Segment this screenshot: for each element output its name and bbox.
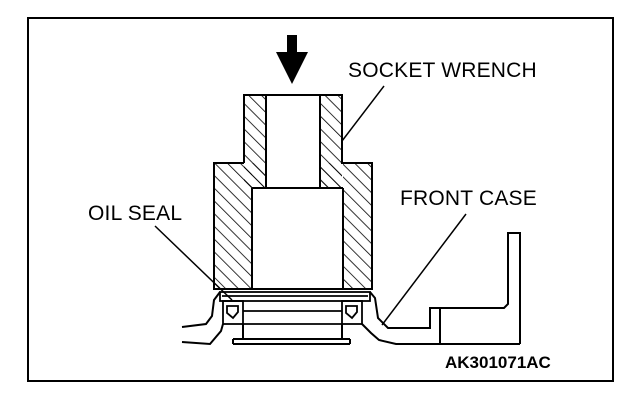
front-case [181,232,521,346]
front-case-leader [381,213,467,326]
figure-border [27,17,614,382]
socket-wrench-label: SOCKET WRENCH [348,59,537,82]
figure-code: AK301071AC [445,353,551,372]
oil-seal-label: OIL SEAL [88,202,183,225]
down-arrow-icon [276,35,308,84]
socket-wrench-leader [341,85,385,142]
oil-seal-leader [154,225,233,301]
socket-wrench [213,94,373,290]
front-case-label: FRONT CASE [400,187,537,210]
oil-seal [219,291,371,325]
